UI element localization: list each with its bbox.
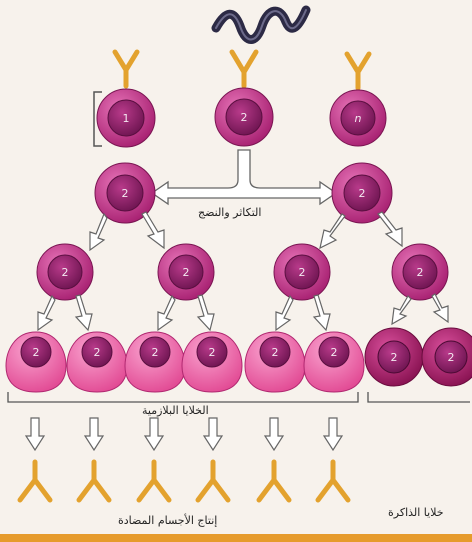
top-cell-2-label: 2 [241, 111, 248, 124]
gen2-cell-2-label: 2 [183, 266, 190, 279]
memory-cell-2-label: 2 [448, 351, 455, 364]
gen1-cell-right-label: 2 [359, 187, 366, 200]
antibodies [20, 462, 348, 500]
receptor-cell-2 [232, 52, 256, 86]
plasma-cell-4-label: 2 [209, 346, 216, 359]
antibody-5 [259, 462, 289, 500]
plasma-cell-2 [67, 332, 127, 392]
page-bottom-bar [0, 534, 472, 542]
antibody-4 [198, 462, 228, 500]
proliferation-label: التكاثر والنضج [198, 206, 261, 219]
gen2-cell-3-label: 2 [299, 266, 306, 279]
top-cell-n-label: n [355, 112, 362, 125]
antibody-2 [79, 462, 109, 500]
plasma-cell-1-label: 2 [33, 346, 40, 359]
memory-cells-label: خلايا الذاكرة [388, 506, 444, 519]
plasma-cell-4 [182, 332, 242, 392]
antibody-1 [20, 462, 50, 500]
plasma-cells-bracket [8, 392, 358, 402]
plasma-cell-1 [6, 332, 66, 392]
gen2-arrows [38, 294, 448, 330]
receptor-cell-n [347, 54, 369, 88]
plasma-cells-label: الخلايا البلازمية [142, 404, 209, 417]
plasma-cell-5 [245, 332, 305, 392]
antibody-6 [318, 462, 348, 500]
memory-cell-1-label: 2 [391, 351, 398, 364]
antibody-arrows [26, 418, 342, 450]
antibody-3 [139, 462, 169, 500]
gen2-cell-1-label: 2 [62, 266, 69, 279]
plasma-cell-3 [125, 332, 185, 392]
antibody-production-label: إنتاج الأجسام المضادة [118, 514, 217, 527]
plasma-cell-6 [304, 332, 364, 392]
gen1-cell-left-label: 2 [122, 187, 129, 200]
receptor-cell-1 [115, 52, 137, 86]
memory-cells-bracket [368, 392, 470, 402]
gen2-cell-4-label: 2 [417, 266, 424, 279]
plasma-cell-6-label: 2 [331, 346, 338, 359]
proliferation-arrow [152, 150, 336, 204]
plasma-cell-5-label: 2 [272, 346, 279, 359]
top-cell-1-label: 1 [123, 112, 130, 125]
plasma-cell-2-label: 2 [94, 346, 101, 359]
plasma-cell-3-label: 2 [152, 346, 159, 359]
